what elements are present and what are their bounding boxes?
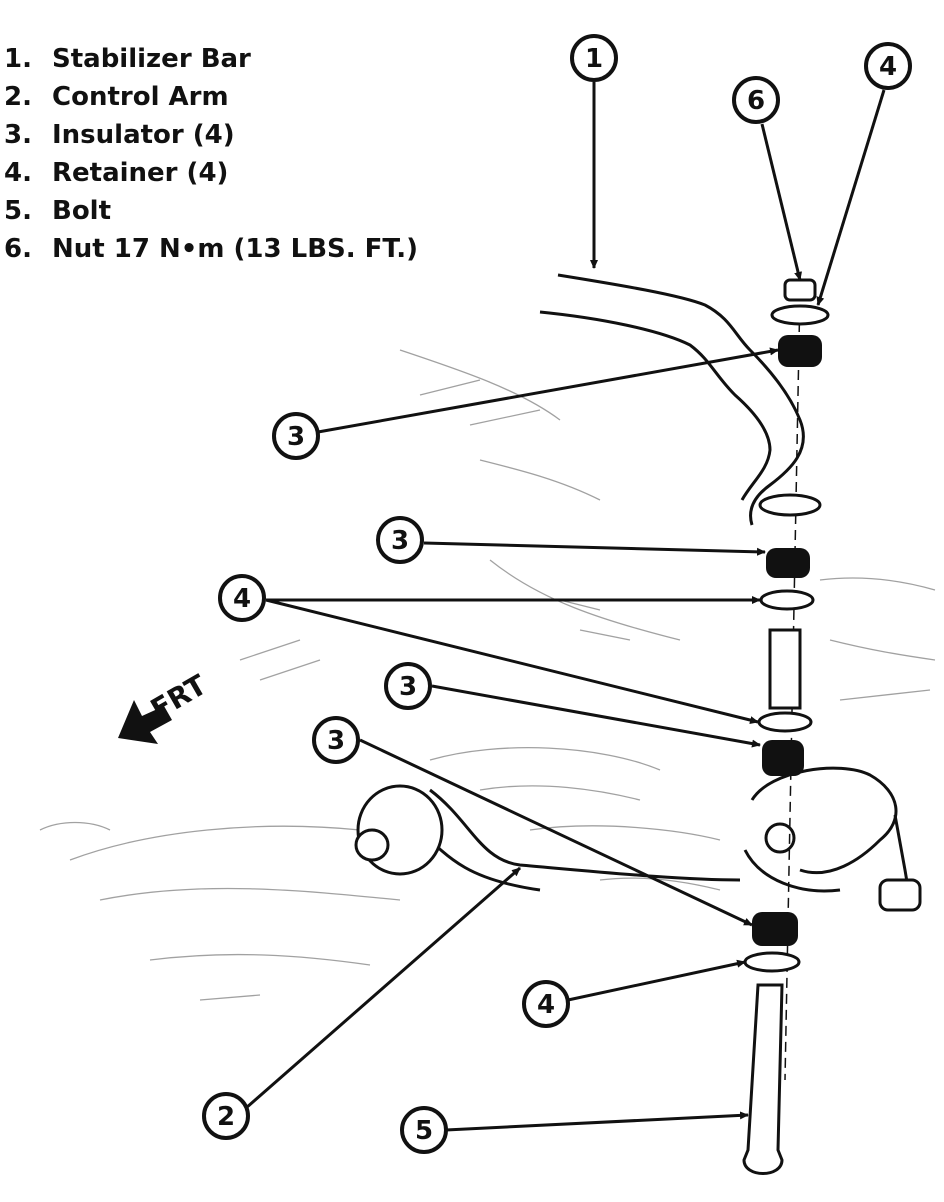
svg-text:4: 4	[537, 990, 555, 1020]
link-assembly	[742, 278, 830, 1175]
svg-text:3: 3	[391, 526, 409, 556]
retainer-mid	[759, 589, 815, 611]
stabilizer-bar	[539, 273, 805, 526]
front-arrow-icon	[118, 700, 172, 744]
bolt	[742, 983, 784, 1175]
legend-item-retainer: 4.Retainer (4)	[4, 158, 229, 188]
insulator-upper	[766, 548, 810, 578]
svg-text:2: 2	[217, 1102, 235, 1132]
callout-3-b: 3	[376, 516, 424, 564]
callout-5: 5	[400, 1106, 448, 1154]
legend-item-nut: 6.Nut 17 N•m (13 LBS. FT.)	[4, 234, 418, 264]
svg-text:3: 3	[327, 726, 345, 756]
nut-top	[783, 278, 817, 302]
svg-text:4: 4	[233, 584, 251, 614]
control-arm	[354, 766, 922, 912]
callout-3-d: 3	[312, 716, 360, 764]
callout-1: 1	[570, 34, 618, 82]
retainer-bottom	[743, 951, 801, 973]
svg-text:5: 5	[415, 1116, 433, 1146]
front-direction-indicator: FRT	[118, 668, 212, 744]
callout-4-top: 4	[864, 42, 912, 90]
callout-4-low: 4	[522, 980, 570, 1028]
legend-item-control-arm: 2.Control Arm	[4, 82, 229, 112]
bar-eye	[758, 493, 822, 517]
callout-4-mid: 4	[218, 574, 266, 622]
retainer-top	[770, 304, 830, 326]
svg-text:1: 1	[585, 44, 603, 74]
legend-item-insulator: 3.Insulator (4)	[4, 120, 235, 150]
svg-text:4: 4	[879, 52, 897, 82]
legend-item-stabilizer-bar: 1.Stabilizer Bar	[4, 44, 251, 74]
svg-text:3: 3	[287, 422, 305, 452]
parts-legend: 1.Stabilizer Bar 2.Control Arm 3.Insulat…	[4, 40, 418, 268]
legend-item-bolt: 5.Bolt	[4, 196, 112, 226]
callout-6: 6	[732, 76, 780, 124]
leader-lines	[245, 82, 886, 1132]
svg-text:6: 6	[747, 86, 765, 116]
svg-text:3: 3	[399, 672, 417, 702]
callout-3-c: 3	[384, 662, 432, 710]
callout-3-a: 3	[272, 412, 320, 460]
insulator-lower	[762, 740, 804, 776]
callouts: 1 6 4 3 3 4 3	[202, 34, 912, 1154]
callout-2: 2	[202, 1092, 250, 1140]
insulator-top	[778, 335, 822, 367]
spacer-tube	[768, 628, 802, 710]
insulator-bottom	[752, 912, 798, 946]
retainer-lower	[757, 711, 813, 733]
